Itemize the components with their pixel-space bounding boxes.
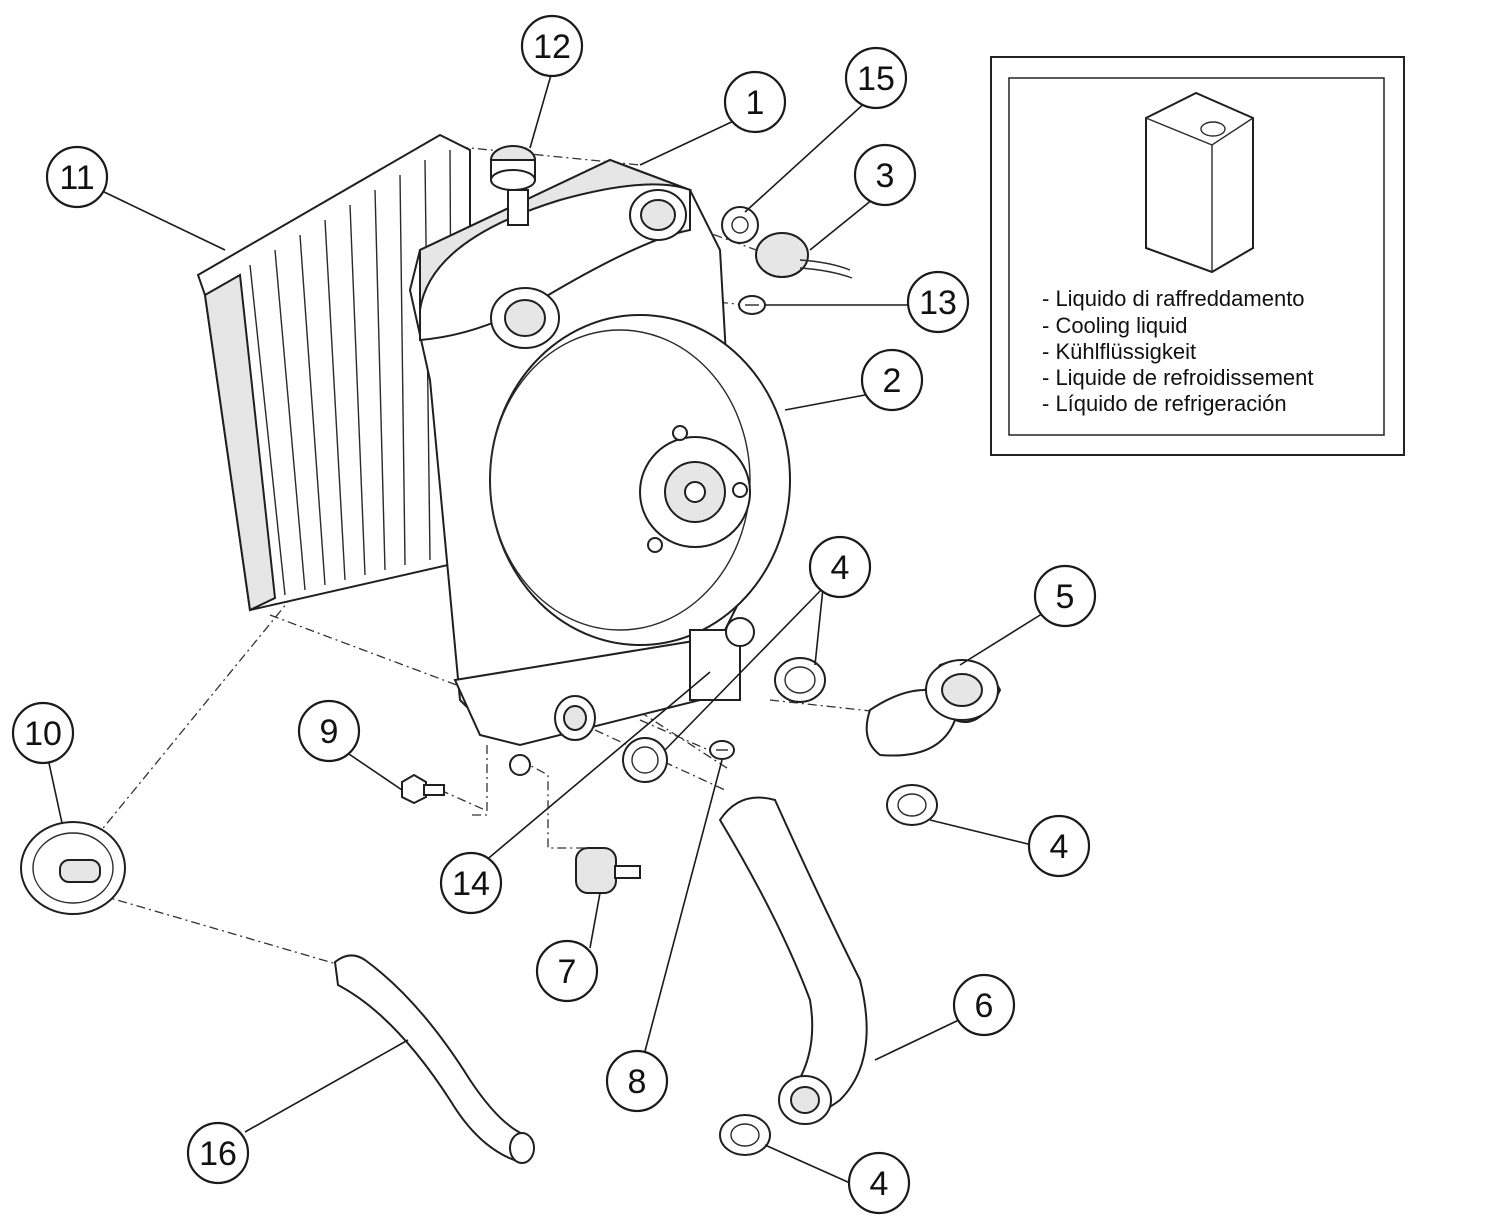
callout-8: 8: [605, 1049, 669, 1113]
hose-clamp-bottom: [719, 1114, 771, 1156]
callout-15: 15: [844, 46, 908, 110]
callout-2: 2: [860, 348, 924, 412]
svg-text:14: 14: [452, 865, 490, 903]
svg-text:6: 6: [975, 987, 994, 1025]
legend-box: - Liquido di raffreddamento - Cooling li…: [990, 56, 1405, 456]
svg-text:1: 1: [746, 84, 765, 122]
callout-3: 3: [853, 143, 917, 207]
callout-16: 16: [186, 1121, 250, 1185]
callout-6: 6: [952, 973, 1016, 1037]
callout-5: 5: [1033, 564, 1097, 628]
svg-text:2: 2: [883, 362, 902, 400]
svg-text:3: 3: [876, 157, 895, 195]
leader-lines: [46, 67, 1046, 1184]
radiator-shroud: [196, 133, 471, 612]
temperature-sensor: [755, 232, 853, 279]
callout-12: 12: [520, 14, 584, 78]
svg-text:12: 12: [533, 28, 571, 66]
callout-7: 7: [535, 939, 599, 1003]
legend-line-it: - Liquido di raffreddamento: [1042, 286, 1305, 311]
svg-text:11: 11: [59, 159, 94, 197]
retaining-clip: [721, 206, 759, 244]
hose-clamp-mid: [622, 737, 668, 783]
legend-line-fr: - Liquide de refroidissement: [1042, 365, 1313, 390]
hose-clamp-upper: [774, 657, 826, 703]
svg-text:4: 4: [831, 549, 850, 587]
hose-clamp-right: [886, 784, 938, 826]
tank-inlet-ring: [629, 189, 687, 241]
rubber-mount: [575, 847, 641, 894]
filler-cap: [20, 821, 126, 915]
radiator-cap: [490, 145, 536, 226]
radiator-hose: [718, 796, 868, 1125]
callout-11: 11: [45, 145, 109, 209]
cooling-fan: [489, 314, 791, 646]
elbow-hose: [865, 659, 1002, 757]
bolt-9: [401, 773, 445, 805]
callout-13: 13: [906, 270, 970, 334]
svg-text:10: 10: [24, 715, 62, 753]
callout-1: 1: [723, 70, 787, 134]
screw-13: [738, 295, 766, 315]
callout-14: 14: [439, 851, 503, 915]
legend-line-es: - Líquido de refrigeración: [1042, 391, 1287, 416]
svg-text:15: 15: [857, 60, 895, 98]
svg-text:13: 13: [919, 284, 957, 322]
coolant-container-icon: [1145, 91, 1254, 274]
callout-4-right: 4: [1027, 814, 1091, 878]
svg-text:5: 5: [1056, 578, 1075, 616]
radiator-outlet-ring: [490, 287, 560, 349]
callout-4-upper: 4: [808, 535, 872, 599]
svg-text:8: 8: [628, 1063, 647, 1101]
radiator-assembly: [408, 158, 791, 776]
svg-text:16: 16: [199, 1135, 237, 1173]
callout-10: 10: [11, 701, 75, 765]
legend-line-de: - Kühlflüssigkeit: [1042, 339, 1196, 364]
svg-text:7: 7: [558, 953, 577, 991]
screw-8: [709, 740, 735, 760]
svg-text:9: 9: [320, 713, 339, 751]
callout-4-bottom: 4: [847, 1151, 911, 1215]
svg-text:4: 4: [870, 1165, 889, 1203]
legend-line-en: - Cooling liquid: [1042, 313, 1188, 338]
callout-9: 9: [297, 699, 361, 763]
svg-text:4: 4: [1050, 828, 1069, 866]
overflow-hose: [333, 954, 535, 1164]
